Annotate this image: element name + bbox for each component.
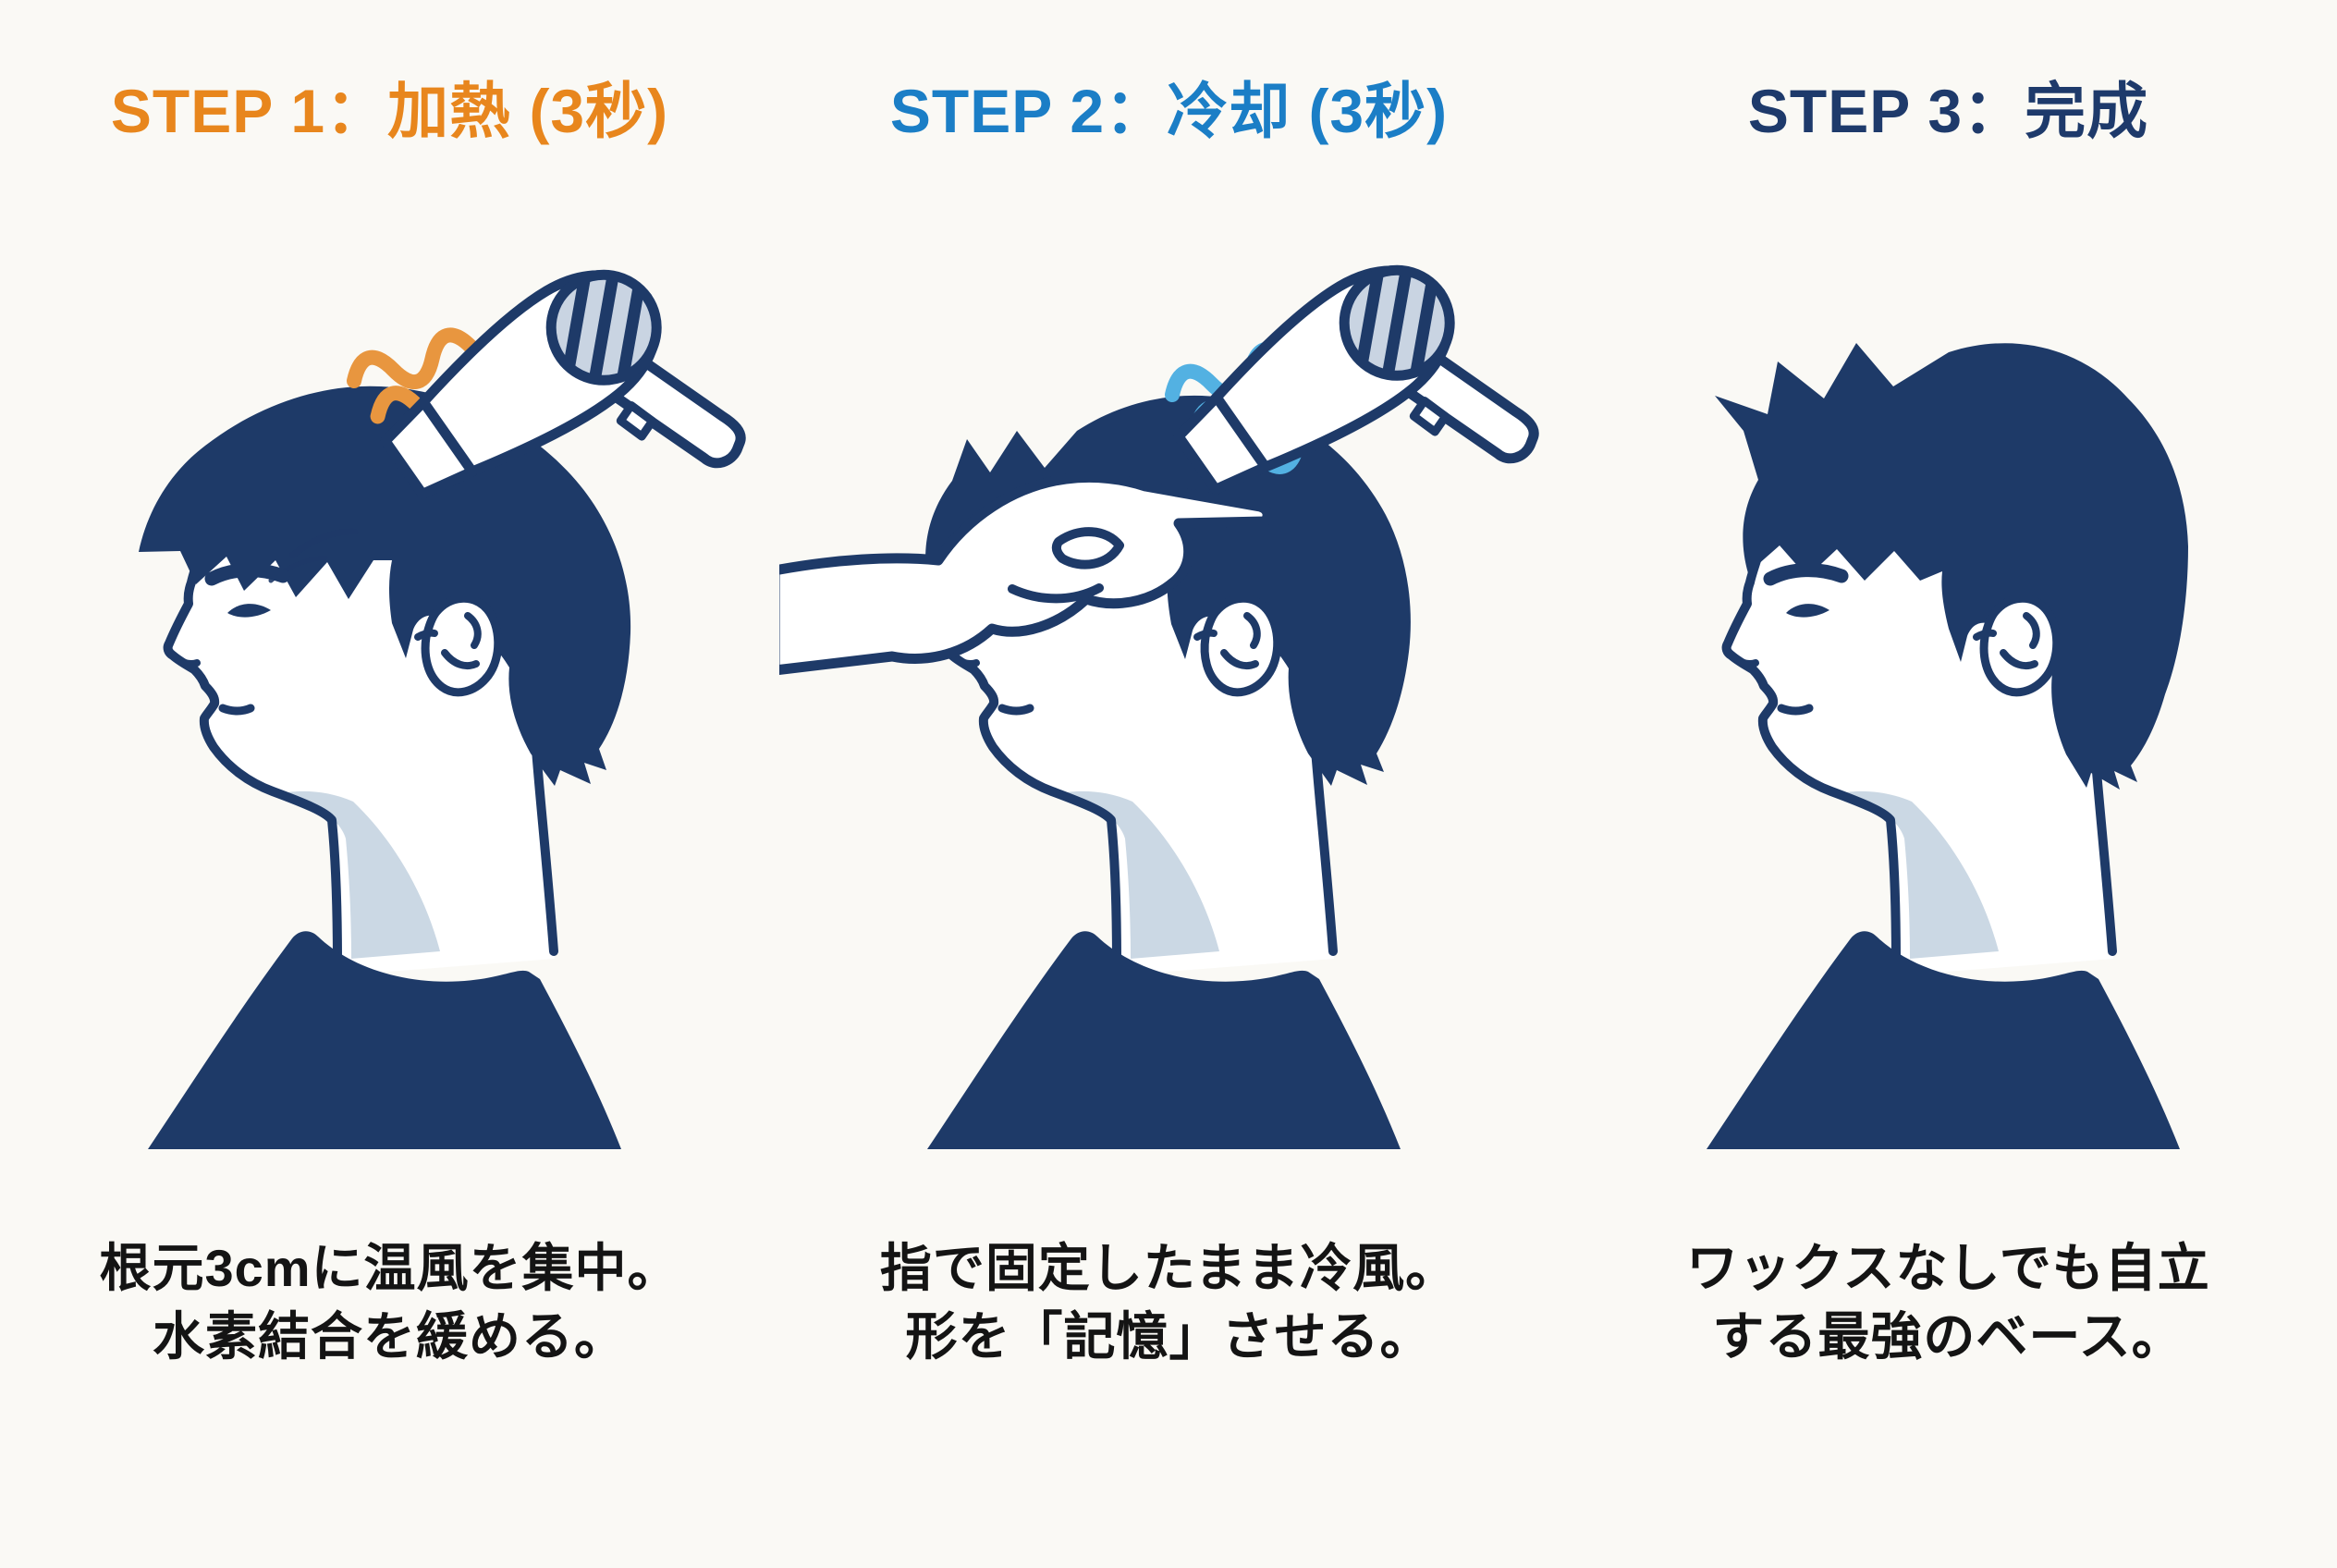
panel-step-1: STEP 1：加熱 (3秒) <box>0 0 779 1568</box>
profile-outline <box>1721 533 1901 969</box>
shirt <box>927 930 1401 1149</box>
nostril <box>954 655 980 668</box>
hair-dryer-icon <box>1173 258 1539 495</box>
ear <box>1973 594 2062 696</box>
profile-head <box>139 386 631 1149</box>
panel-step-2: STEP 2：冷却 (3秒) <box>779 0 1559 1568</box>
step1-caption: 根元3cmに温風を集中。 水素結合を緩める。 <box>99 1234 679 1372</box>
step2-title: STEP 2：冷却 (3秒) <box>889 77 1449 145</box>
caption-line: 形を「記憶」させる。 <box>905 1307 1433 1366</box>
ear <box>1193 594 1282 696</box>
profile-outline <box>163 533 342 969</box>
eyebrow <box>1763 562 1849 586</box>
step3-title: STEP 3：完成 <box>1747 77 2149 145</box>
hair-highlight <box>288 528 359 559</box>
hair <box>139 386 631 786</box>
caption-line: 水素結合を緩める。 <box>153 1307 627 1366</box>
step1-title: STEP 1：加熱 (3秒) <box>110 77 669 145</box>
step1-illustration <box>139 263 746 1149</box>
shirt <box>1707 930 2180 1149</box>
neck-shadow <box>1841 790 1999 959</box>
panel-step-3: STEP 3：完成 <box>1559 0 2337 1568</box>
nostril <box>1733 655 1759 668</box>
caption-line: 根元3cmに温風を集中。 <box>99 1238 680 1297</box>
step2-illustration <box>779 258 1539 1149</box>
hand-icon <box>779 472 1273 675</box>
nostril <box>175 655 201 668</box>
step3-illustration <box>1707 342 2188 1149</box>
eye <box>227 603 271 618</box>
neck-shadow <box>282 790 440 959</box>
hair-dryer-icon <box>380 263 746 499</box>
hair <box>1715 342 2188 790</box>
ear <box>414 594 503 696</box>
profile-head <box>1707 342 2188 1149</box>
shirt <box>148 930 621 1149</box>
caption-line: ワックスなしでも自立 <box>1686 1238 2210 1297</box>
caption-line: 指で固定したまま冷風。 <box>879 1238 1459 1297</box>
mouth <box>1777 704 1814 716</box>
caption-line: する最強のベース。 <box>1712 1307 2184 1366</box>
mouth <box>997 704 1034 716</box>
step3-caption: ワックスなしでも自立 する最強のベース。 <box>1686 1234 2210 1372</box>
eye <box>1786 603 1829 618</box>
eyebrow <box>204 562 290 586</box>
neck-shadow <box>1061 790 1219 959</box>
step2-caption: 指で固定したまま冷風。 形を「記憶」させる。 <box>880 1234 1458 1372</box>
mouth <box>218 704 255 716</box>
